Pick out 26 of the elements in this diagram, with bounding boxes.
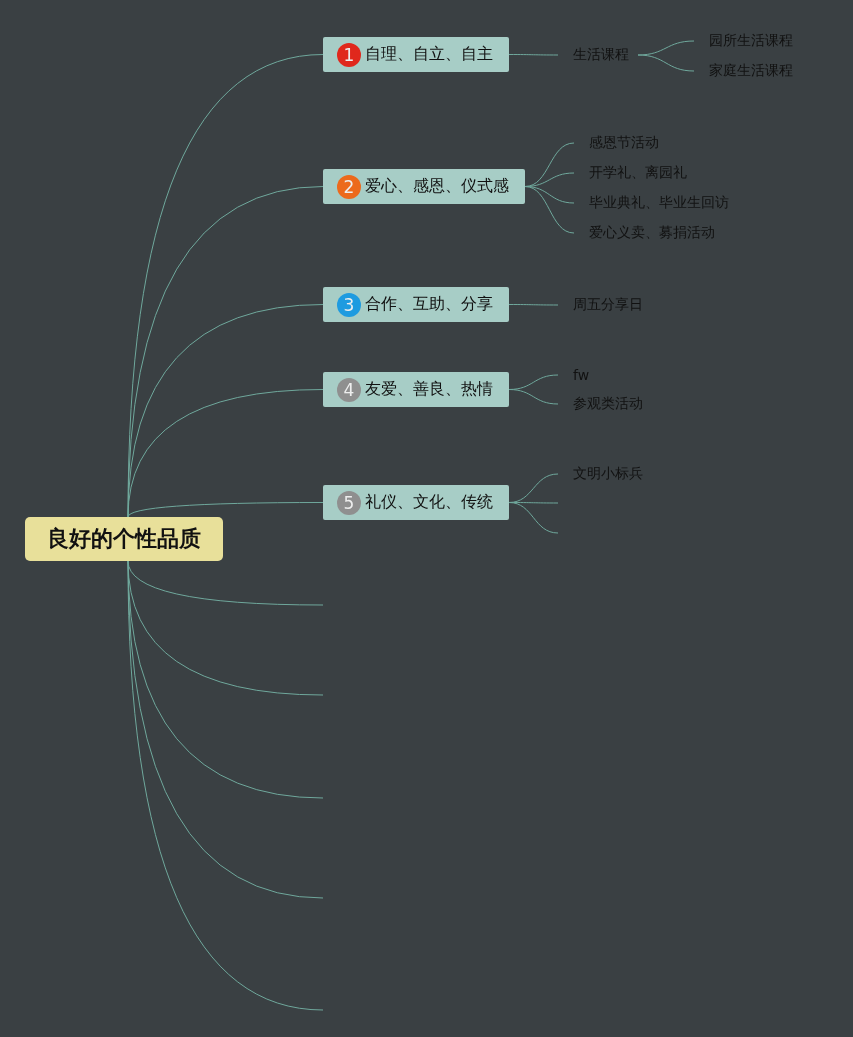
connector-line	[637, 40, 695, 56]
topic-text: 自理、自立、自主	[365, 44, 493, 65]
number-badge: 4	[337, 377, 361, 402]
connector-line	[508, 502, 559, 534]
central-topic-box: 良好的个性品质	[25, 517, 223, 561]
connector-line	[637, 54, 695, 72]
connector-line	[508, 304, 559, 306]
topic-box	[323, 485, 509, 520]
topic-box	[323, 287, 509, 322]
topic-text: 合作、互助、分享	[365, 294, 493, 315]
topic-text: 礼仪、文化、传统	[365, 492, 493, 513]
number-badge: 2	[337, 174, 361, 199]
connector-line	[127, 389, 324, 518]
connector-line	[508, 54, 559, 56]
connector-line	[508, 389, 559, 405]
connector-line	[127, 560, 324, 1011]
topic-box	[323, 37, 509, 72]
topic-box	[323, 169, 525, 204]
connector-line	[127, 502, 324, 518]
number-badge: 3	[337, 292, 361, 317]
number-badge: 5	[337, 490, 361, 515]
connector-line	[524, 186, 575, 234]
topic-text: 爱心、感恩、仪式感	[365, 176, 509, 197]
number-badge: 1	[337, 42, 361, 67]
topic-text: 友爱、善良、热情	[365, 379, 493, 400]
topic-box	[323, 372, 509, 407]
